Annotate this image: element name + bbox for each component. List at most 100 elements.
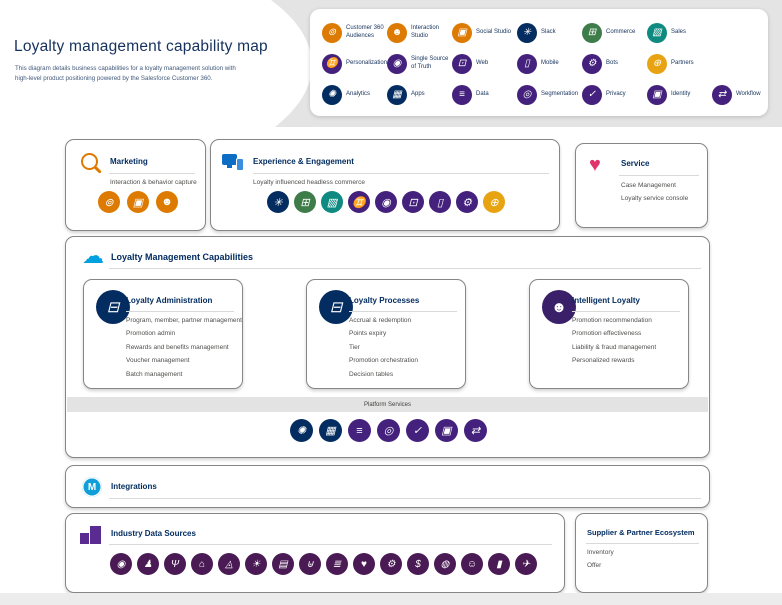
mulesoft-icon: M: [82, 477, 102, 497]
divider: [109, 544, 552, 545]
salesforce-cloud-icon: ☁: [82, 243, 104, 268]
supplier-item: Offer: [587, 562, 602, 570]
capability-card-item: Decision tables: [349, 370, 394, 378]
public-sector-icon: ≣: [326, 553, 348, 575]
marketing-title: Marketing: [110, 157, 148, 166]
capability-card-item: Rewards and benefits management: [126, 343, 229, 351]
page-subtitle: This diagram details business capabiliti…: [15, 65, 236, 82]
communications-icon: Ψ: [164, 553, 186, 575]
interaction-studio-icon: ☻: [387, 22, 407, 43]
marketing-search-icon: [79, 151, 105, 177]
legend-item: ◎ Segmentation: [517, 84, 582, 105]
legend-item-label: Interaction Studio: [411, 25, 440, 39]
legend-item-label: Sales: [671, 28, 687, 35]
legend-item-label: Identity: [671, 90, 691, 97]
legend-item: ✓ Privacy: [582, 84, 647, 105]
social-studio-icon: ▣: [452, 22, 472, 43]
legend-item-label: Analytics: [346, 90, 371, 97]
page-title: Loyalty management capability map: [14, 38, 268, 55]
legend-item: ☻ Interaction Studio: [387, 22, 452, 43]
supplier-title: Supplier & Partner Ecosystem: [587, 528, 695, 537]
industry-title: Industry Data Sources: [111, 529, 196, 538]
legend-item-label: Partners: [671, 59, 694, 66]
technology-icon: ▤: [272, 553, 294, 575]
data-icon: ≡: [348, 419, 371, 442]
capability-card-title: Loyalty Administration: [126, 296, 213, 305]
buildings-icon: [80, 524, 102, 544]
legend-item: ◉ Single Source of Truth: [387, 53, 452, 74]
interaction-studio-icon: ☻: [156, 191, 178, 213]
loyalty-card-icon: ⊟: [96, 290, 130, 324]
identity-icon: ▣: [435, 419, 458, 442]
legend-item: ♊ Personalization: [322, 53, 387, 74]
privacy-icon: ✓: [406, 419, 429, 442]
legend-item-label: Privacy: [606, 90, 626, 97]
service-title: Service: [621, 159, 650, 168]
einstein-icon: ☻: [542, 290, 576, 324]
segmentation-icon: ◎: [377, 419, 400, 442]
legend-item-label: Single Source of Truth: [411, 56, 449, 70]
integrations-title: Integrations: [111, 482, 157, 491]
capability-card-title: Intelligent Loyalty: [572, 296, 641, 305]
legend-item-label: Mobile: [541, 59, 559, 66]
apps-icon: ▦: [319, 419, 342, 442]
legend-item-label: Customer 360 Audiences: [346, 25, 384, 39]
travel-icon: ◍: [434, 553, 456, 575]
capability-card-item: Promotion orchestration: [349, 357, 419, 365]
partners-icon: ⊕: [647, 53, 667, 74]
personalization-icon: ♊: [348, 191, 370, 213]
capability-card-item: Promotion admin: [126, 330, 176, 338]
legend-item-label: Bots: [606, 59, 619, 66]
data-icon: ≡: [452, 84, 472, 105]
workflow-icon: ⇄: [712, 84, 732, 105]
legend-item-label: Segmentation: [541, 90, 579, 97]
mobile-icon: ▯: [429, 191, 451, 213]
single-source-of-truth-icon: ◉: [375, 191, 397, 213]
capability-card: ⊟ Loyalty Administration Program, member…: [83, 279, 243, 389]
capability-card-item: Tier: [349, 343, 360, 351]
slack-icon: ✳: [517, 22, 537, 43]
bots-icon: ⚙: [456, 191, 478, 213]
capability-card-item: Promotion recommendation: [572, 317, 652, 324]
analytics-icon: ✺: [290, 419, 313, 442]
legend-item: ✳ Slack: [517, 22, 582, 43]
loyalty-card-icon: ⊟: [319, 290, 353, 324]
experience-title: Experience & Engagement: [253, 157, 354, 166]
privacy-icon: ✓: [582, 84, 602, 105]
education-icon: ◬: [218, 553, 240, 575]
analytics-icon: ✺: [322, 84, 342, 105]
capability-card-item: Program, member, partner management: [126, 317, 242, 324]
slack-icon: ✳: [267, 191, 289, 213]
customer-360-audiences-icon: ⊚: [322, 22, 342, 43]
divider: [349, 311, 457, 312]
capability-card-item: Personalized rewards: [572, 357, 635, 365]
capability-card-item: Points expiry: [349, 330, 387, 338]
retail-icon: ⊎: [299, 553, 321, 575]
bots-icon: ⚙: [582, 53, 602, 74]
service-item: Case Management: [621, 182, 676, 189]
segmentation-icon: ◎: [517, 84, 537, 105]
mobile-icon: ▯: [517, 53, 537, 74]
legend-item-label: Data: [476, 90, 489, 97]
legend-item-label: Commerce: [606, 28, 636, 35]
supplier-item: Inventory: [587, 549, 614, 556]
legend-item: ⊕ Partners: [647, 53, 712, 74]
platform-services-label: Platform Services: [363, 401, 411, 408]
divider: [109, 173, 195, 174]
manufacturing-icon: ⚙: [380, 553, 402, 575]
legend-item: ⇄ Workflow: [712, 84, 777, 105]
media-icon: ◉: [110, 553, 132, 575]
financial-services-icon: $: [407, 553, 429, 575]
government-icon: ⌂: [191, 553, 213, 575]
marketing-icon-row: ⊚ ▣ ☻: [98, 191, 178, 213]
platform-icon-row: ✺ ▦ ≡ ◎ ✓ ▣ ⇄: [290, 419, 487, 442]
capability-card-item: Batch management: [126, 370, 183, 378]
divider: [619, 175, 699, 176]
divider: [586, 543, 699, 544]
header-blob-shape: [0, 0, 312, 127]
legend-item: ✺ Analytics: [322, 84, 387, 105]
